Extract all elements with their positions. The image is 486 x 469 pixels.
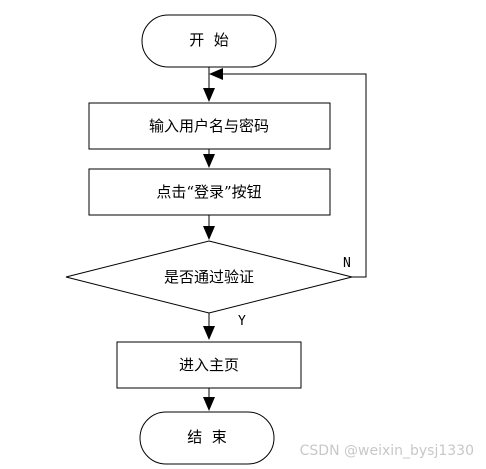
arrow-loop-back xyxy=(209,68,223,80)
main-node: 进入主页 xyxy=(116,341,302,389)
verify-label: 是否通过验证 xyxy=(164,268,254,286)
verify-node: 是否通过验证 xyxy=(65,240,353,314)
end-label: 结 束 xyxy=(187,428,227,446)
arrow-into-main xyxy=(203,326,215,340)
yes-branch-label: Y xyxy=(238,314,246,329)
click-label: 点击“登录”按钮 xyxy=(156,183,261,201)
arrow-into-end xyxy=(203,397,215,411)
main-process-shape xyxy=(116,341,302,389)
end-node: 结 束 xyxy=(139,411,275,465)
arrow-into-verify xyxy=(203,226,215,240)
end-terminal-shape xyxy=(139,411,275,465)
watermark-text: CSDN @weixin_bysj1330 xyxy=(300,443,474,459)
arrow-into-input xyxy=(203,88,215,102)
input-process-shape xyxy=(88,102,331,150)
main-label: 进入主页 xyxy=(179,356,239,374)
arrow-into-click xyxy=(203,154,215,168)
input-node: 输入用户名与密码 xyxy=(88,102,331,150)
edge-verify-no-loop xyxy=(223,73,367,278)
start-node: 开 始 xyxy=(141,14,277,68)
input-label: 输入用户名与密码 xyxy=(149,117,269,135)
start-label: 开 始 xyxy=(189,31,229,49)
no-branch-label: N xyxy=(343,256,351,271)
click-node: 点击“登录”按钮 xyxy=(88,168,331,216)
